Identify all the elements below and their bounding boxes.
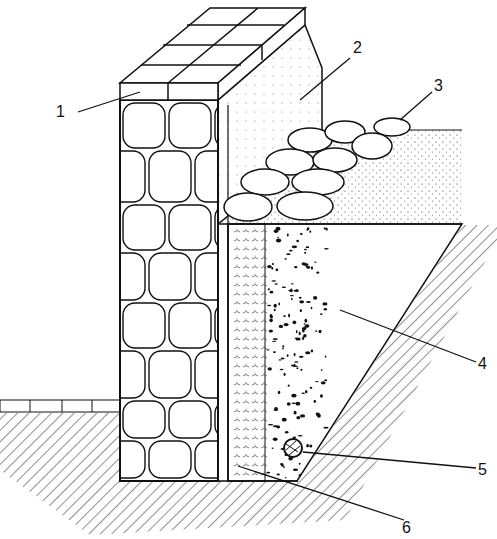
callout-number: 3 bbox=[434, 78, 443, 94]
backfill-speckles bbox=[266, 227, 329, 479]
callout-number: 6 bbox=[402, 520, 411, 536]
callout-number: 1 bbox=[56, 104, 65, 120]
gravel-texture bbox=[234, 231, 267, 476]
leader-lines bbox=[78, 58, 476, 520]
callout-number: 4 bbox=[478, 356, 487, 372]
soil-hatching bbox=[0, 225, 497, 535]
wall-stones bbox=[121, 103, 217, 478]
backfill-soil bbox=[228, 224, 462, 481]
gravel-drain-layer bbox=[228, 224, 265, 481]
callout-number: 2 bbox=[353, 40, 362, 56]
callout-number: 5 bbox=[478, 462, 487, 478]
wall-cap bbox=[120, 8, 305, 100]
cobble-stones bbox=[224, 118, 410, 221]
drain-pipe bbox=[284, 439, 302, 457]
waterproofing bbox=[227, 105, 228, 481]
paving bbox=[0, 400, 120, 412]
